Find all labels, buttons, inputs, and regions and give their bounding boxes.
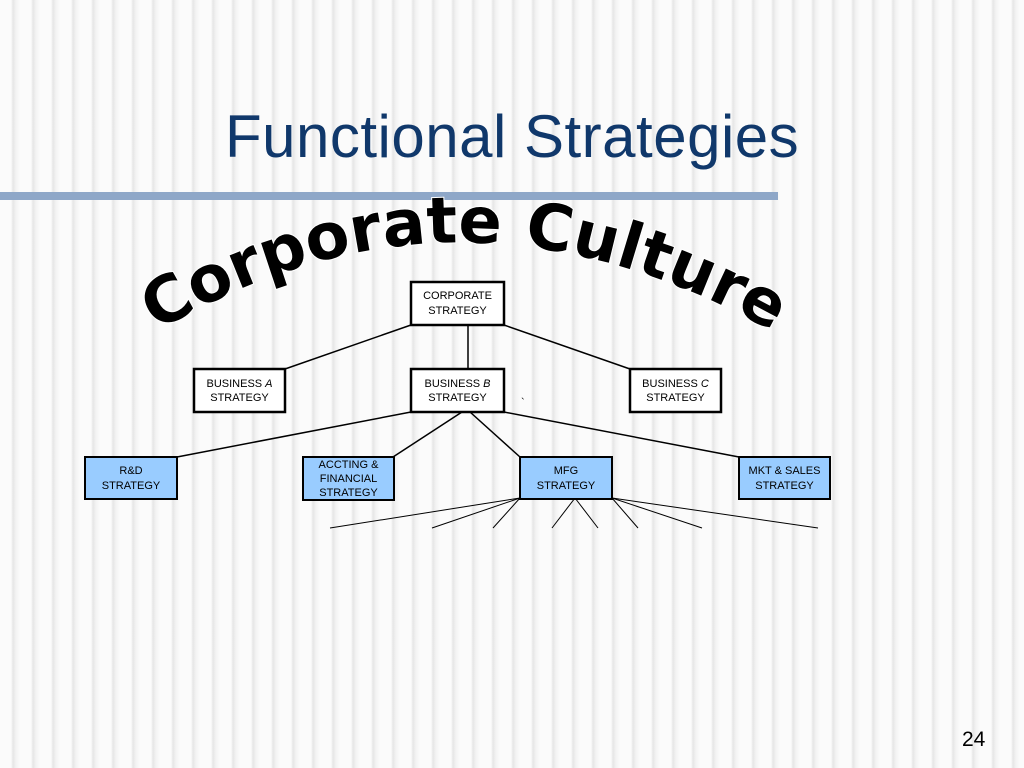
page-number: 24 — [962, 728, 986, 751]
svg-text:STRATEGY: STRATEGY — [428, 305, 487, 317]
svg-text:MKT & SALES: MKT & SALES — [749, 465, 821, 477]
title-divider — [0, 192, 778, 200]
svg-text:BUSINESS C: BUSINESS C — [642, 378, 709, 390]
svg-text:STRATEGY: STRATEGY — [210, 392, 269, 404]
svg-text:STRATEGY: STRATEGY — [646, 392, 705, 404]
business-a-strategy-box: BUSINESS A STRATEGY — [192, 367, 287, 414]
connector-lines — [176, 324, 740, 458]
svg-text:R&D: R&D — [119, 465, 142, 477]
slide-title: Functional Strategies — [225, 103, 800, 170]
fan-out-lines — [329, 497, 819, 529]
svg-text:STRATEGY: STRATEGY — [319, 487, 378, 499]
svg-text:CORPORATE: CORPORATE — [423, 290, 492, 302]
connector-corporate-business-c — [503, 324, 631, 370]
corporate-strategy-box: CORPORATE STRATEGY — [409, 280, 506, 327]
mfg-strategy-box: MFG STRATEGY — [519, 456, 613, 500]
business-c-strategy-box: BUSINESS C STRATEGY — [628, 367, 723, 414]
connector-business-b-rnd — [176, 411, 412, 458]
svg-text:STRATEGY: STRATEGY — [428, 392, 487, 404]
svg-text:ACCTING &: ACCTING & — [319, 459, 380, 471]
stray-mark: ` — [521, 397, 525, 409]
svg-text:STRATEGY: STRATEGY — [537, 480, 596, 492]
svg-text:FINANCIAL: FINANCIAL — [320, 473, 377, 485]
connector-corporate-business-a — [284, 324, 412, 370]
connector-business-b-accting — [392, 411, 463, 458]
svg-text:STRATEGY: STRATEGY — [102, 480, 161, 492]
connector-business-b-mkt-sales — [503, 411, 740, 458]
rnd-strategy-box: R&D STRATEGY — [84, 456, 178, 500]
svg-text:BUSINESS B: BUSINESS B — [424, 378, 490, 390]
accting-financial-strategy-box: ACCTING & FINANCIAL STRATEGY — [302, 456, 395, 501]
svg-text:BUSINESS A: BUSINESS A — [206, 378, 272, 390]
connector-business-b-mfg — [469, 411, 521, 458]
mkt-sales-strategy-box: MKT & SALES STRATEGY — [738, 456, 831, 500]
business-b-strategy-box: BUSINESS B STRATEGY — [409, 367, 506, 414]
svg-text:STRATEGY: STRATEGY — [755, 480, 814, 492]
svg-text:MFG: MFG — [554, 465, 578, 477]
